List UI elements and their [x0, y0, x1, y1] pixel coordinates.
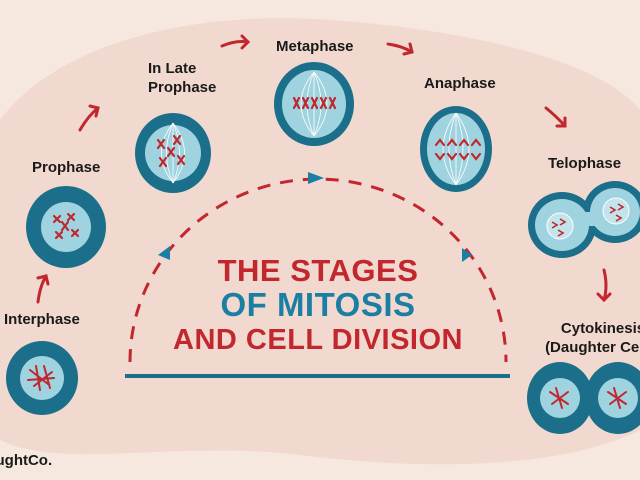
- brand-logo: ThoughtCo.: [0, 452, 53, 469]
- label-late-prophase-line2: Prophase: [148, 78, 217, 96]
- title-line-2: OF MITOSIS: [220, 286, 416, 323]
- label-late-prophase-line1: In Late: [148, 60, 197, 77]
- label-cytokinesis: Cytokinesis (Daughter Cells): [538, 320, 640, 358]
- title-line-3: AND CELL DIVISION: [173, 324, 463, 356]
- label-cytokinesis-line2: (Daughter Cells): [545, 338, 640, 356]
- prophase-cell-icon: [26, 186, 106, 268]
- arrow-late-prophase-to-metaphase-icon: [220, 34, 251, 50]
- label-late-prophase: In Late Prophase: [148, 60, 216, 98]
- label-interphase: Interphase: [4, 311, 80, 328]
- label-prophase: Prophase: [32, 159, 101, 176]
- interphase-cell-icon: [6, 341, 78, 415]
- title-line-1: THE STAGES: [217, 253, 419, 288]
- label-anaphase: Anaphase: [424, 75, 496, 92]
- arrow-prophase-to-late-prophase-icon: [78, 104, 100, 132]
- label-cytokinesis-line1: Cytokinesis: [560, 320, 640, 337]
- arrow-telophase-to-cytokinesis-icon: [596, 268, 612, 303]
- daughter-cells-icon: [527, 362, 640, 434]
- arrow-metaphase-to-anaphase-icon: [386, 42, 414, 56]
- arrow-interphase-to-prophase-icon: [36, 274, 50, 304]
- label-metaphase: Metaphase: [276, 38, 354, 55]
- label-telophase: Telophase: [548, 155, 622, 172]
- telophase-cell-icon: [528, 181, 640, 258]
- cycle-arc: [128, 177, 508, 363]
- metaphase-cell-icon: [274, 62, 354, 146]
- arc-arrow-right-icon: [462, 248, 472, 262]
- arc-arrow-top-icon: [308, 172, 324, 184]
- arrow-anaphase-to-telophase-icon: [544, 106, 567, 128]
- arc-arrow-left-icon: [158, 246, 170, 260]
- anaphase-cell-icon: [420, 106, 492, 192]
- late-prophase-cell-icon: [135, 113, 211, 193]
